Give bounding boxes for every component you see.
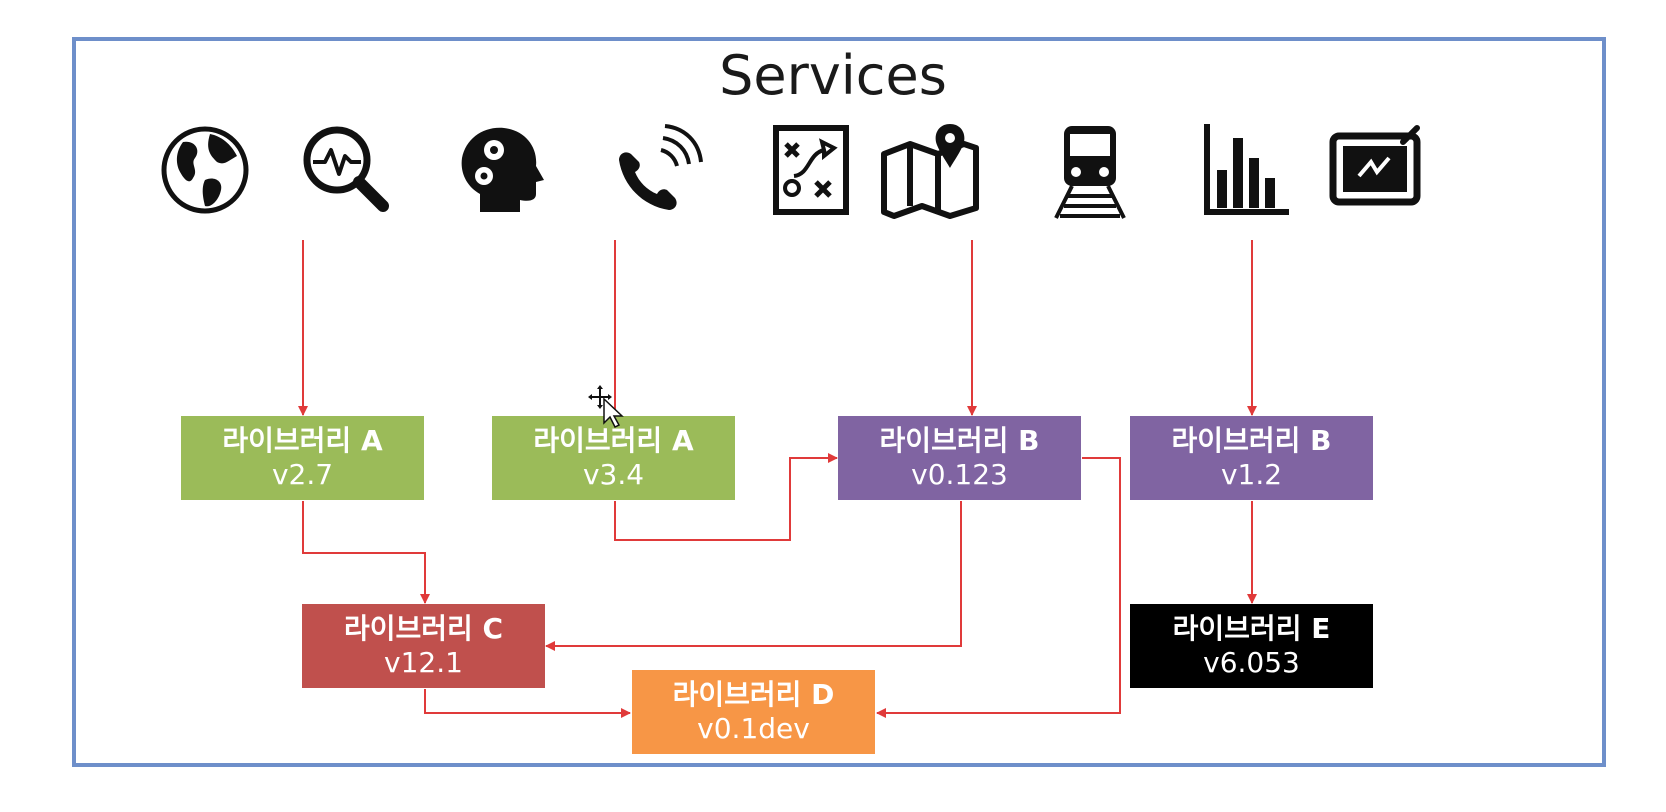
library-name: 라이브러리 E xyxy=(1172,612,1331,646)
library-b-v1-2-box: 라이브러리 B v1.2 xyxy=(1130,416,1373,500)
library-version: v2.7 xyxy=(271,458,334,491)
map-icon xyxy=(880,120,980,220)
library-version: v3.4 xyxy=(582,458,645,491)
library-version: v1.2 xyxy=(1220,458,1283,491)
library-version: v6.053 xyxy=(1203,646,1300,679)
library-name: 라이브러리 A xyxy=(533,424,694,458)
library-name: 라이브러리 B xyxy=(879,424,1040,458)
library-name: 라이브러리 C xyxy=(343,612,504,646)
strategy-icon xyxy=(760,120,860,220)
tablet-icon xyxy=(1325,120,1425,220)
phone-icon xyxy=(605,120,705,220)
library-name: 라이브러리 A xyxy=(222,424,383,458)
library-version: v0.1dev xyxy=(697,712,810,745)
library-version: v0.123 xyxy=(911,458,1008,491)
library-e-v6-053-box: 라이브러리 E v6.053 xyxy=(1130,604,1373,688)
library-name: 라이브러리 D xyxy=(672,678,835,712)
library-c-v12-1-box: 라이브러리 C v12.1 xyxy=(302,604,545,688)
globe-icon xyxy=(155,120,255,220)
diagram-frame xyxy=(72,37,1606,767)
bar-chart-icon xyxy=(1195,120,1295,220)
move-cursor-icon xyxy=(588,385,624,429)
train-icon xyxy=(1040,120,1140,220)
analytics-search-icon xyxy=(295,120,395,220)
brain-gears-icon xyxy=(450,120,550,220)
library-version: v12.1 xyxy=(384,646,463,679)
library-name: 라이브러리 B xyxy=(1171,424,1332,458)
library-a-v3-4-box: 라이브러리 A v3.4 xyxy=(492,416,735,500)
library-a-v2-7-box: 라이브러리 A v2.7 xyxy=(181,416,424,500)
library-d-v0-1dev-box: 라이브러리 D v0.1dev xyxy=(632,670,875,754)
library-b-v0-123-box: 라이브러리 B v0.123 xyxy=(838,416,1081,500)
diagram-title: Services xyxy=(719,44,947,107)
